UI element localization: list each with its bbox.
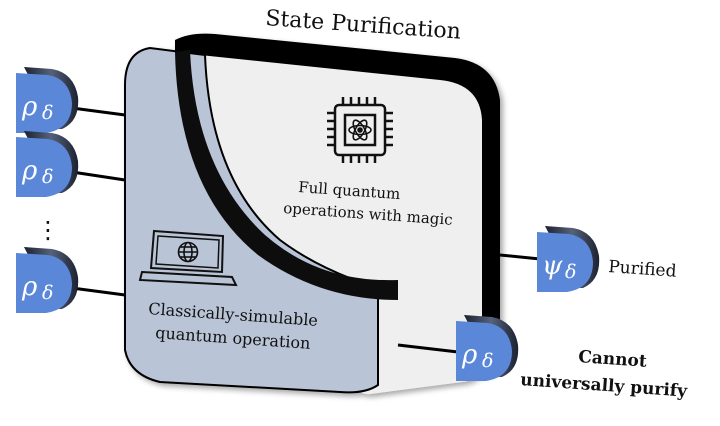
input-state-n: ρ δ xyxy=(16,247,79,313)
output-state-unpurified: ρ δ xyxy=(456,315,519,381)
atom-icon xyxy=(348,119,372,141)
diagram-title: State Purification xyxy=(265,6,462,45)
purified-label: Purified xyxy=(608,257,678,282)
unpurified-label-line2: universally purify xyxy=(520,370,689,402)
globe-icon xyxy=(177,241,199,263)
purification-box xyxy=(124,33,500,395)
svg-text:δ: δ xyxy=(42,282,53,304)
svg-text:δ: δ xyxy=(42,166,53,188)
quantum-region xyxy=(200,55,482,395)
input-state-1: ρ δ xyxy=(16,67,79,133)
laptop-globe-icon xyxy=(138,229,238,287)
input-state-2: ρ δ xyxy=(16,131,79,197)
svg-text:δ: δ xyxy=(565,261,576,283)
svg-text:ρ: ρ xyxy=(21,156,38,186)
svg-text:ρ: ρ xyxy=(21,272,38,302)
quantum-chip-icon xyxy=(327,97,393,163)
svg-text:δ: δ xyxy=(42,102,53,124)
svg-text:ρ: ρ xyxy=(461,340,478,370)
svg-text:ρ: ρ xyxy=(21,92,38,122)
input-ellipsis: ⋮ xyxy=(36,216,60,244)
output-state-purified: ψ δ xyxy=(537,226,600,292)
unpurified-label-line1: Cannot xyxy=(578,347,648,372)
input-wires xyxy=(71,106,126,297)
svg-text:ψ: ψ xyxy=(542,251,563,281)
svg-text:δ: δ xyxy=(482,350,493,372)
output-wires xyxy=(397,253,541,354)
region-divider-wall xyxy=(175,50,398,300)
